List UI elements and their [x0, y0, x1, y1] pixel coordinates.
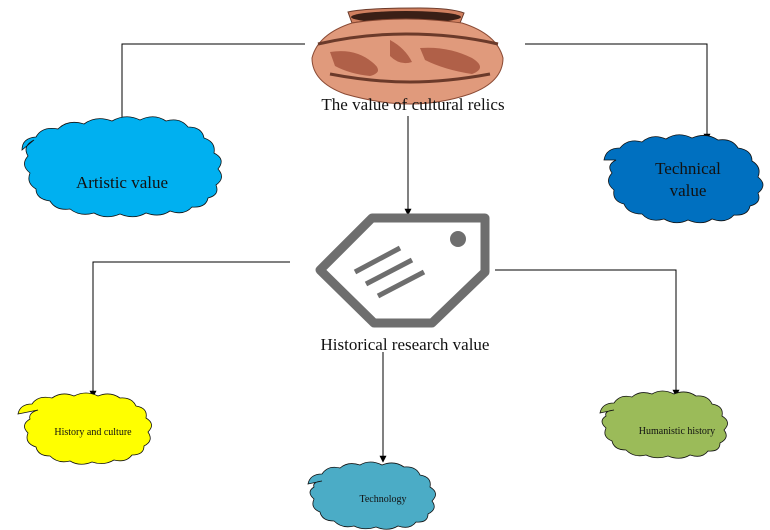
edge-root-technical	[525, 43, 711, 141]
edge-historical-history-culture	[89, 261, 290, 398]
humanistic-history-label: Humanistic history	[639, 426, 715, 437]
humanistic-history-cloud: Humanistic history	[599, 390, 728, 459]
history-culture-cloud: History and culture	[17, 392, 152, 465]
technical-value-label-line1: Technical	[655, 159, 721, 178]
edge-root-artistic	[118, 43, 305, 135]
history-culture-label: History and culture	[54, 427, 132, 438]
price-tag-icon	[315, 213, 490, 328]
clay-pot-icon	[311, 7, 504, 105]
edge-historical-humanistic	[495, 269, 680, 397]
artistic-value-label: Artistic value	[76, 173, 168, 192]
technology-cloud: Technology	[307, 461, 436, 530]
connectors	[89, 43, 711, 463]
root-label: The value of cultural relics	[321, 95, 504, 114]
technology-label: Technology	[359, 494, 406, 505]
technical-value-label-line2: value	[670, 181, 707, 200]
historical-label: Historical research value	[321, 335, 490, 354]
artistic-value-cloud: Artistic value	[21, 116, 222, 218]
technical-value-cloud: Technical value	[603, 134, 764, 224]
